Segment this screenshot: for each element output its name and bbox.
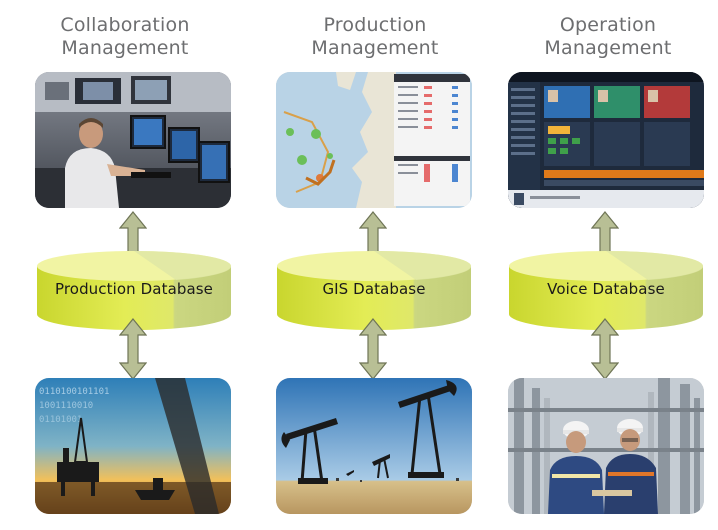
arrow-db-to-pumpjack xyxy=(359,318,387,380)
oil-pumpjack-photo xyxy=(276,378,472,514)
title-line1: Collaboration xyxy=(60,14,190,36)
gis-map-screenshot xyxy=(276,72,472,208)
database-label: Voice Database xyxy=(547,280,665,298)
title-line2: Management xyxy=(544,37,672,59)
title-line2: Management xyxy=(61,37,189,59)
title-line1: Production xyxy=(323,14,427,36)
title-line1: Operation xyxy=(559,14,657,36)
production-management-title: Production Management xyxy=(275,14,475,60)
svg-text:01101001: 01101001 xyxy=(39,415,82,425)
database-label: Production Database xyxy=(54,280,214,298)
offshore-rig-photo: 0110100101101 1001110010 01101001 xyxy=(35,378,231,514)
title-line2: Management xyxy=(311,37,439,59)
gis-database: GIS Database xyxy=(276,250,472,332)
production-database: Production Database xyxy=(36,250,232,332)
collaboration-management-title: Collaboration Management xyxy=(25,14,225,60)
dispatch-console-screenshot xyxy=(508,72,704,208)
operation-management-title: Operation Management xyxy=(508,14,708,60)
svg-text:0110100101101: 0110100101101 xyxy=(39,387,109,397)
arrow-db-to-refinery xyxy=(591,318,619,380)
svg-text:1001110010: 1001110010 xyxy=(39,401,93,411)
arrow-db-to-rig xyxy=(119,318,147,380)
voice-database: Voice Database xyxy=(508,250,704,332)
control-room-photo xyxy=(35,72,231,208)
refinery-workers-photo xyxy=(508,378,704,514)
database-label: GIS Database xyxy=(322,280,426,298)
